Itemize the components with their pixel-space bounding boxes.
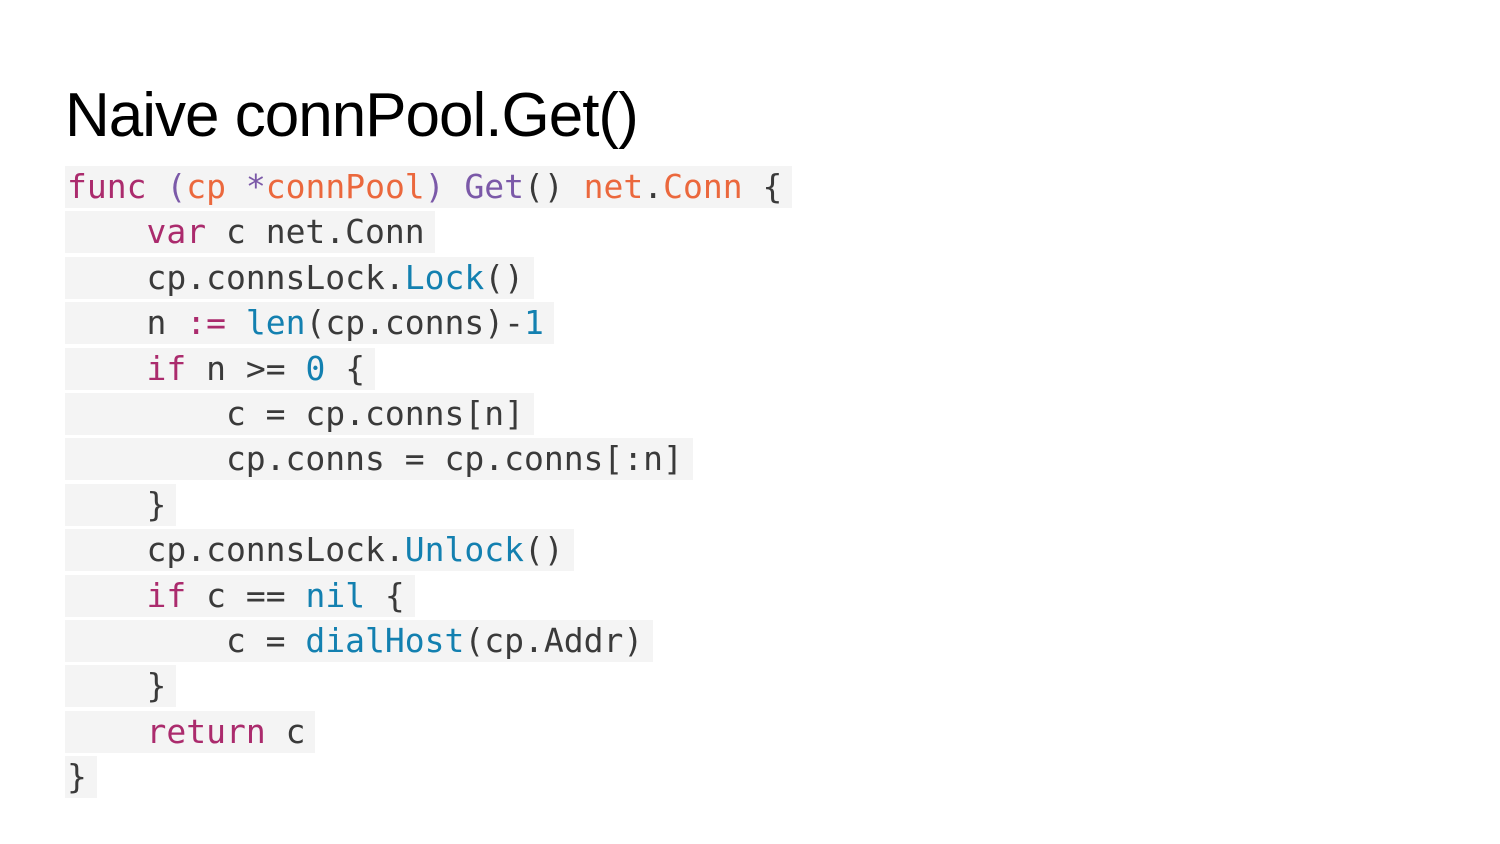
code-token: := [186,303,226,343]
code-token: c = [67,620,306,660]
code-token: 0 [305,348,326,388]
code-token [226,167,246,206]
code-line-highlight: func (cp *connPool) Get() net.Conn { [65,166,793,208]
code-token: Conn [663,167,743,206]
code-token: net [583,167,644,206]
code-token: c == [186,575,306,615]
code-token: () [484,257,524,297]
code-line-highlight: var c net.Conn [65,211,435,254]
code-token: connPool [265,167,425,206]
code-token: (cp.Addr) [464,620,644,660]
code-token: { [365,575,405,615]
code-token: if [146,575,187,615]
code-line-highlight: } [65,483,177,526]
code-token: ( [166,167,187,206]
code-token: Get [464,167,525,206]
code-line: cp.connsLock.Lock() [65,256,1460,302]
code-line-highlight: cp.conns = cp.conns[:n] [65,438,693,481]
code-line-highlight: if n >= 0 { [65,347,376,390]
code-line: } [65,483,1460,529]
code-token: Unlock [404,530,524,570]
code-token: dialHost [305,620,465,660]
code-token: c net.Conn [206,212,425,252]
code-line: } [65,665,1460,710]
code-line: cp.conns = cp.conns[:n] [65,438,1460,483]
code-token: () [524,167,584,206]
code-token: Lock [404,257,485,297]
code-token [445,167,465,206]
code-line: var c net.Conn [65,211,1460,256]
code-token [67,712,146,751]
code-token: var [146,212,207,252]
code-token: n >= [186,348,306,388]
code-line-highlight: return c [65,710,316,753]
code-line-highlight: cp.connsLock.Lock() [65,256,534,299]
code-token: } [67,757,87,797]
code-line-highlight: } [65,665,177,708]
code-line: n := len(cp.conns)-1 [65,302,1460,347]
code-token: * [245,167,266,206]
code-token: return [146,711,266,751]
code-token [67,212,146,251]
code-token: (cp.conns)- [305,303,524,343]
code-token: { [742,167,783,206]
code-block: func (cp *connPool) Get() net.Conn { var… [65,166,1460,801]
code-token: if [146,348,187,388]
code-line: c = cp.conns[n] [65,392,1460,438]
code-line-highlight: if c == nil { [65,574,415,617]
code-token: { [325,348,366,388]
code-token: cp [186,167,226,206]
code-line: if n >= 0 { [65,347,1460,393]
code-line-highlight: c = dialHost(cp.Addr) [65,619,654,662]
code-token: c = cp.conns[n] [67,393,524,433]
code-token: func [67,167,147,206]
code-line-highlight: cp.connsLock.Unlock() [65,529,574,572]
code-line: c = dialHost(cp.Addr) [65,619,1460,665]
code-line-highlight: n := len(cp.conns)-1 [65,302,554,345]
slide-title: Naive connPool.Get() [65,81,639,150]
code-token [226,303,246,342]
code-token: c [265,711,306,751]
code-line: func (cp *connPool) Get() net.Conn { [65,166,1460,211]
code-token: len [245,303,306,343]
code-token: ) [424,167,445,206]
code-token: } [67,484,167,524]
code-token: . [643,167,664,206]
code-token [67,349,146,388]
code-token: () [523,530,564,570]
code-line-highlight: } [65,756,97,799]
code-token: cp.conns = cp.conns[:n] [67,439,683,479]
code-line: } [65,756,1460,801]
code-token: cp.connsLock. [67,530,405,570]
code-token: nil [305,575,366,615]
code-token [67,576,146,615]
code-line: cp.connsLock.Unlock() [65,529,1460,574]
code-token: 1 [524,303,544,343]
code-token: } [67,666,167,706]
code-token: n [67,303,187,343]
code-line-highlight: c = cp.conns[n] [65,392,534,435]
code-line: if c == nil { [65,574,1460,620]
code-token [146,167,166,206]
code-line: return c [65,710,1460,756]
code-token: cp.connsLock. [67,257,405,297]
